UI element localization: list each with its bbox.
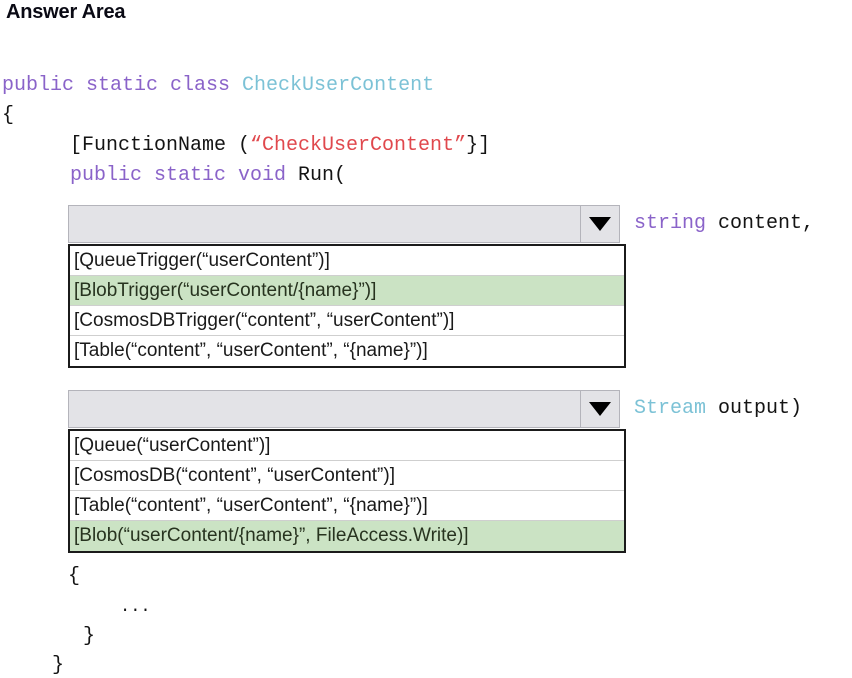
list-item[interactable]: [Table(“content”, “userContent”, “{name}… (74, 340, 428, 361)
code-line-function-name-attribute: [FunctionName (“CheckUserContent”}] (70, 134, 490, 158)
code-line-run-signature: public static void Run( (70, 164, 346, 188)
parameter-type-string: string (634, 212, 707, 235)
chevron-down-icon[interactable] (580, 206, 619, 242)
list-item[interactable]: [CosmosDB(“content”, “userContent”)] (70, 461, 624, 491)
parameter-type-stream: Stream (634, 397, 707, 420)
code-method-name: Run( (298, 164, 347, 187)
combobox-output-binding-value (69, 391, 580, 427)
combobox-trigger-binding-value (69, 206, 580, 242)
parameter-name-output: output) (706, 397, 803, 420)
code-line-ellipsis: ... (120, 598, 151, 617)
option-list-trigger-binding: [QueueTrigger(“userContent”)] [BlobTrigg… (68, 244, 626, 368)
option-list-output-binding: [Queue(“userContent”)] [CosmosDB(“conten… (68, 429, 626, 553)
code-keyword: public static void (70, 164, 299, 187)
parameter-signature-2: Stream output) (634, 397, 802, 421)
list-item[interactable]: [CosmosDBTrigger(“content”, “userContent… (70, 306, 624, 336)
list-item[interactable]: [Table(“content”, “userContent”, “{name}… (70, 491, 624, 521)
list-item[interactable]: [QueueTrigger(“userContent”)] (70, 246, 624, 276)
dropdown-trigger-binding: [QueueTrigger(“userContent”)] [BlobTrigg… (68, 205, 626, 368)
combobox-output-binding[interactable] (68, 390, 620, 428)
code-line-inner-open-brace: { (68, 565, 81, 588)
code-line-class-declaration: public static class CheckUserContent (2, 74, 434, 98)
code-attribute-prefix: [FunctionName ( (70, 134, 251, 157)
list-item[interactable]: [Queue(“userContent”)] (70, 431, 624, 461)
code-attribute-suffix: }] (466, 134, 491, 157)
dropdown-output-binding: [Queue(“userContent”)] [CosmosDB(“conten… (68, 390, 626, 553)
code-line-open-brace: { (2, 104, 15, 127)
list-item[interactable]: [Blob(“userContent/{name}”, FileAccess.W… (70, 521, 624, 551)
combobox-trigger-binding[interactable] (68, 205, 620, 243)
code-line-close-brace: } (52, 654, 65, 677)
code-string-literal: “CheckUserContent” (250, 134, 467, 157)
chevron-down-icon[interactable] (580, 391, 619, 427)
code-type-name: CheckUserContent (242, 74, 435, 97)
code-line-inner-close-brace: } (83, 625, 96, 648)
parameter-name-content: content, (706, 212, 815, 235)
parameter-signature-1: string content, (634, 212, 814, 236)
page-title: Answer Area (6, 1, 126, 23)
code-keyword: public static class (2, 74, 243, 97)
list-item[interactable]: [BlobTrigger(“userContent/{name}”)] (70, 276, 624, 306)
